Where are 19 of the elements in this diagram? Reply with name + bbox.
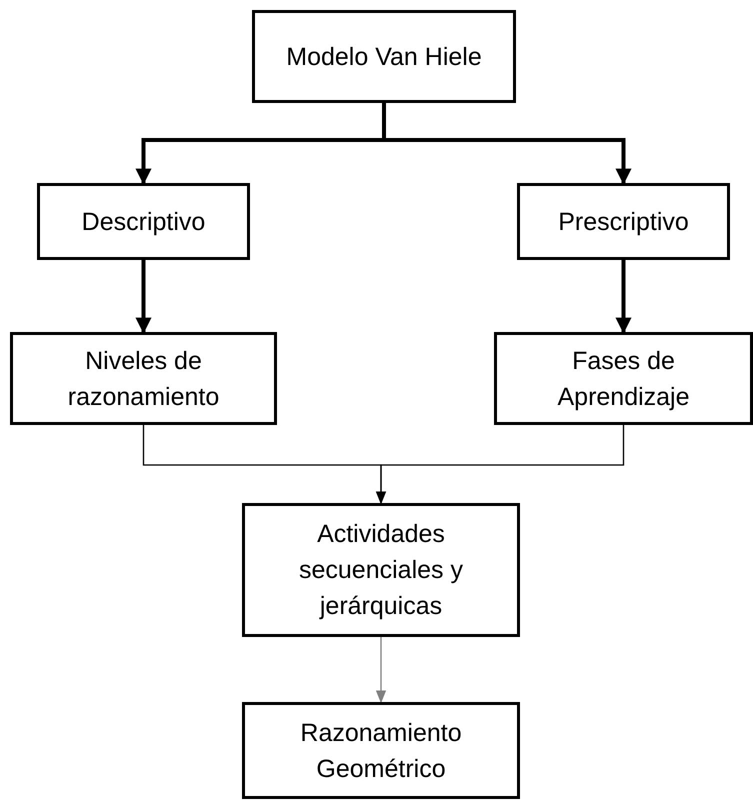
process-box [252, 10, 516, 103]
box-label: Razonamiento Geométrico [299, 718, 463, 784]
box-label: Fases de Aprendizaje [556, 346, 691, 412]
process-box [494, 332, 753, 425]
process-box [10, 332, 277, 425]
box-label: Actividades secuenciales y jerárquicas [298, 519, 464, 622]
arrow [376, 637, 386, 704]
arrow [382, 103, 632, 185]
process-box [37, 183, 250, 260]
box-label: Prescriptivo [558, 206, 689, 238]
arrow [616, 260, 632, 334]
box-label: Niveles de razonamiento [66, 346, 220, 412]
process-box [242, 503, 520, 637]
arrow [136, 260, 152, 334]
box-label: Descriptivo [82, 206, 206, 238]
process-box [242, 702, 520, 799]
process-box [517, 183, 730, 260]
arrow [376, 425, 624, 504]
box-label: Modelo Van Hiele [286, 42, 482, 72]
